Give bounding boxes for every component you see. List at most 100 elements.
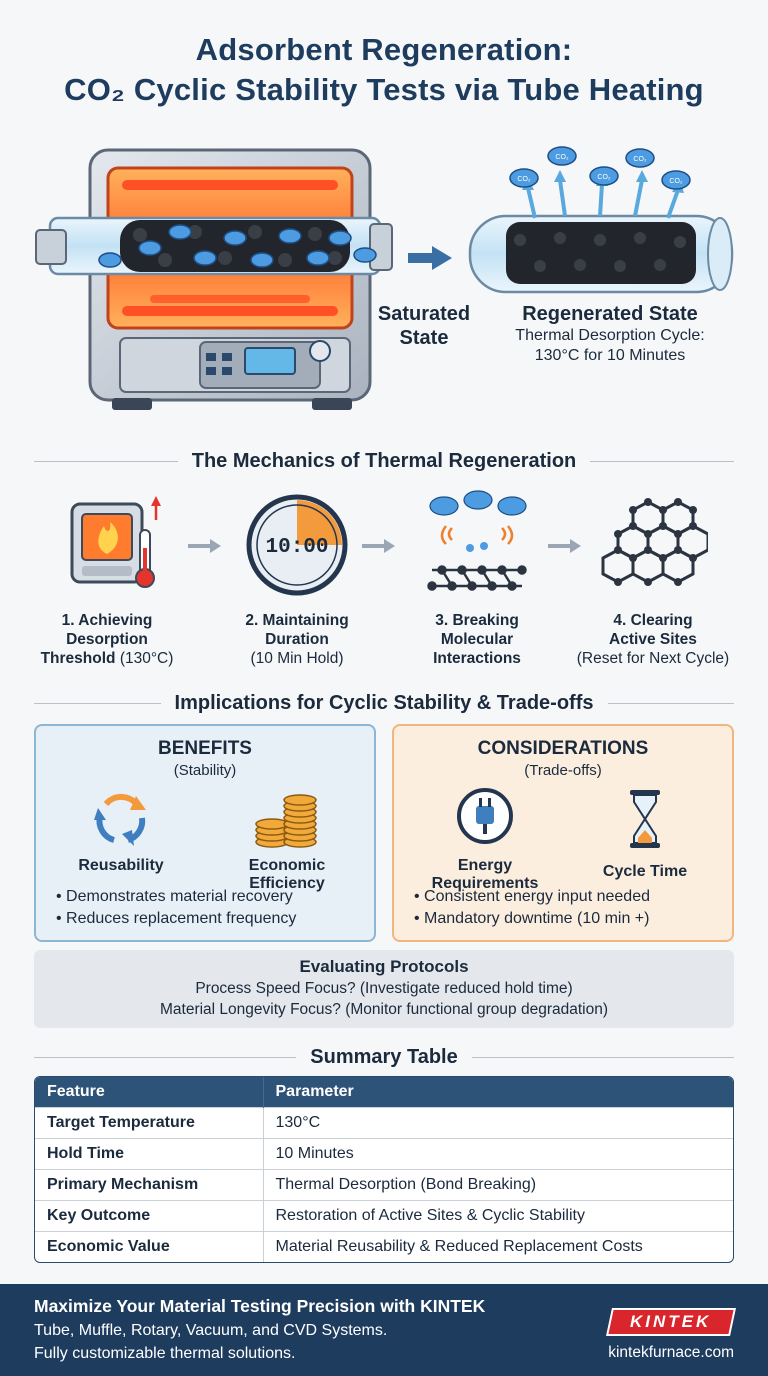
consider-energy-label-1: Energy	[457, 857, 513, 874]
summary-table: Feature Parameter Target Temperature 130…	[34, 1076, 734, 1263]
column-header-parameter: Parameter	[263, 1077, 733, 1107]
title-line-1: Adsorbent Regeneration:	[195, 32, 573, 67]
kintek-logo[interactable]: KINTEK	[606, 1308, 736, 1336]
considerations-bullets: • Consistent energy input needed • Manda…	[414, 886, 724, 930]
table-row: Economic Value Material Reusability & Re…	[35, 1230, 733, 1262]
furnace-body	[88, 148, 372, 410]
footer-line-1: Tube, Muffle, Rotary, Vacuum, and CVD Sy…	[34, 1322, 388, 1339]
regenerated-state-label: Regenerated State	[522, 303, 698, 325]
coin-stack-icon	[255, 794, 317, 848]
feature-cell: Economic Value	[35, 1230, 264, 1262]
step-1-note: (130°C)	[119, 650, 174, 667]
summary-header-text: Summary Table	[310, 1045, 458, 1068]
benefit-item-economic-efficiency: Economic Efficiency	[212, 786, 362, 893]
regenerated-state-block: Regenerated State Thermal Desorption Cyc…	[480, 302, 740, 366]
step-1-label-2: Desorption	[66, 631, 148, 648]
benefit-reusability-label: Reusability	[78, 857, 164, 874]
hourglass-icon	[630, 790, 660, 848]
benefits-bullets: • Demonstrates material recovery • Reduc…	[56, 886, 366, 930]
consider-bullet-2: • Mandatory downtime (10 min +)	[414, 910, 650, 927]
benefit-bullet-1: • Demonstrates material recovery	[56, 888, 293, 905]
consider-item-cycle-time: Cycle Time	[570, 786, 720, 881]
step-1: 1. Achieving Desorption Threshold (130°C…	[22, 490, 192, 668]
evaluating-protocols-box: Evaluating Protocols Process Speed Focus…	[34, 950, 734, 1028]
implications-section-header: Implications for Cyclic Stability & Trad…	[34, 688, 735, 718]
power-plug-icon	[457, 788, 513, 844]
svg-text:CO₂: CO₂	[669, 178, 683, 185]
footer-banner: Maximize Your Material Testing Precision…	[0, 1284, 768, 1376]
lattice-structure-icon	[601, 498, 710, 586]
benefit-economic-label-2: Efficiency	[249, 875, 325, 892]
step-4: 4. Clearing Active Sites (Reset for Next…	[568, 490, 738, 668]
summary-section-header: Summary Table	[34, 1042, 734, 1072]
step-3-label-2: Molecular	[440, 631, 514, 648]
table-row: Key Outcome Restoration of Active Sites …	[35, 1199, 733, 1231]
table-row: Target Temperature 130°C	[35, 1106, 733, 1138]
step-2-note: (10 Min Hold)	[250, 650, 344, 667]
mechanics-header-text: The Mechanics of Thermal Regeneration	[191, 449, 577, 472]
parameter-cell: 10 Minutes	[263, 1137, 733, 1169]
table-header-row: Feature Parameter	[35, 1077, 733, 1107]
tube-furnace-illustration: CO₂ CO₂ CO₂ CO₂ CO₂	[35, 146, 734, 410]
svg-text:10:00: 10:00	[265, 536, 328, 559]
parameter-cell: Thermal Desorption (Bond Breaking)	[263, 1168, 733, 1200]
table-row: Primary Mechanism Thermal Desorption (Bo…	[35, 1168, 733, 1200]
parameter-cell: Restoration of Active Sites & Cyclic Sta…	[263, 1199, 733, 1231]
timer-clock-icon: 10:00	[246, 494, 348, 596]
feature-cell: Hold Time	[35, 1137, 264, 1169]
benefit-bullet-2: • Reduces replacement frequency	[56, 910, 297, 927]
protocols-line-2: Material Longevity Focus? (Monitor funct…	[159, 1001, 609, 1018]
column-header-feature: Feature	[35, 1077, 264, 1107]
step-2-label-2: Duration	[265, 631, 329, 648]
footer-headline: Maximize Your Material Testing Precision…	[34, 1296, 486, 1316]
cycle-description-line-1: Thermal Desorption Cycle:	[515, 327, 705, 344]
consider-item-energy: Energy Requirements	[410, 786, 560, 893]
benefits-subtitle: (Stability)	[173, 762, 237, 779]
considerations-subtitle: (Trade-offs)	[524, 762, 602, 779]
page-title: Adsorbent Regeneration: CO₂ Cyclic Stabi…	[0, 30, 768, 110]
footer-line-2: Fully customizable thermal solutions.	[34, 1345, 296, 1362]
step-3-label-3: Interactions	[433, 650, 521, 667]
table-row: Hold Time 10 Minutes	[35, 1137, 733, 1169]
benefits-panel: BENEFITS (Stability) Reusability	[34, 724, 376, 942]
step-1-label-1: 1. Achieving	[61, 612, 153, 629]
title-line-2: CO₂ Cyclic Stability Tests via Tube Heat…	[64, 72, 704, 107]
step-3-label-1: 3. Breaking	[435, 612, 519, 629]
process-tube-saturated	[35, 216, 393, 276]
molecular-release-icon	[427, 490, 527, 591]
step-4-note: (Reset for Next Cycle)	[576, 650, 730, 667]
hero-illustration: CO₂ CO₂ CO₂ CO₂ CO₂ Saturated State Rege…	[0, 120, 768, 430]
implications-header-text: Implications for Cyclic Stability & Trad…	[174, 691, 594, 714]
recycle-arrows-icon	[94, 793, 146, 846]
step-arrow-3	[548, 539, 581, 553]
consider-cycle-time-label: Cycle Time	[602, 863, 688, 880]
benefits-title: BENEFITS	[158, 738, 252, 759]
step-arrow-1	[188, 539, 221, 553]
furnace-thermometer-icon	[70, 496, 161, 588]
svg-text:CO₂: CO₂	[597, 174, 611, 181]
step-4-label-1: 4. Clearing	[613, 612, 693, 629]
benefit-item-reusability: Reusability	[46, 786, 196, 875]
consider-energy-label-2: Requirements	[431, 875, 539, 892]
considerations-panel: CONSIDERATIONS (Trade-offs) Energy Requi…	[392, 724, 734, 942]
process-tube-regenerated: CO₂ CO₂ CO₂ CO₂ CO₂	[468, 146, 734, 294]
protocols-line-1: Process Speed Focus? (Investigate reduce…	[195, 980, 573, 997]
parameter-cell: Material Reusability & Reduced Replaceme…	[263, 1230, 733, 1262]
mechanics-section-header: The Mechanics of Thermal Regeneration	[34, 446, 734, 476]
feature-cell: Key Outcome	[35, 1199, 264, 1231]
transition-arrow	[408, 246, 452, 270]
feature-cell: Target Temperature	[35, 1106, 264, 1138]
website-link[interactable]: kintekfurnace.com	[608, 1344, 734, 1361]
kintek-logo-text: KINTEK	[630, 1312, 712, 1331]
step-2: 10:00 2. Maintaining Duration (10 Min Ho…	[212, 490, 382, 668]
svg-text:CO₂: CO₂	[555, 154, 569, 161]
svg-text:CO₂: CO₂	[633, 156, 647, 163]
cycle-description-line-2: 130°C for 10 Minutes	[534, 347, 686, 364]
svg-text:CO₂: CO₂	[517, 176, 531, 183]
consider-bullet-1: • Consistent energy input needed	[414, 888, 650, 905]
step-arrow-2	[362, 539, 395, 553]
step-4-label-2: Active Sites	[609, 631, 697, 648]
feature-cell: Primary Mechanism	[35, 1168, 264, 1200]
saturated-state-label: Saturated State	[377, 303, 471, 349]
